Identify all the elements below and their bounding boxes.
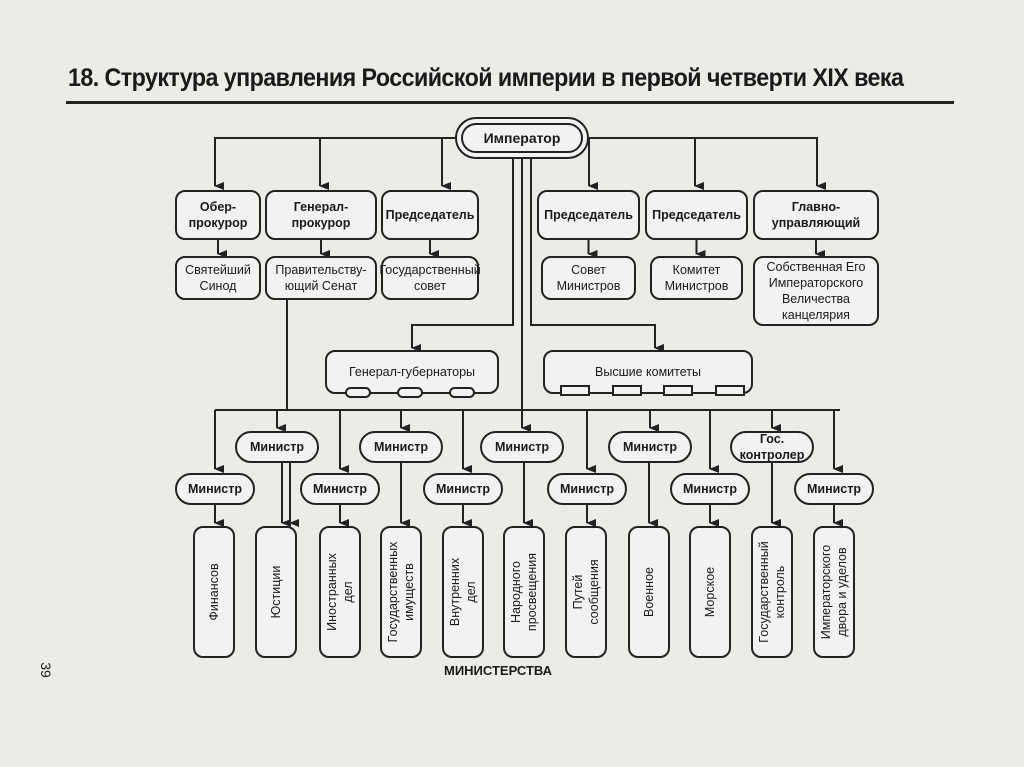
head-node-0: Обер- прокурор [175, 190, 261, 240]
minister-upper-4: Гос. контролер [730, 431, 814, 463]
head-node-5: Главно- управляющий [753, 190, 879, 240]
minister-upper-1: Министр [359, 431, 443, 463]
emperor-label: Император [461, 123, 583, 153]
minister-lower-4-label: Министр [682, 482, 738, 496]
body-node-4-label: Комитет Министров [664, 263, 729, 293]
committee-sub-0 [560, 385, 590, 396]
governors-node-label: Генерал-губернаторы [348, 365, 476, 379]
body-node-0: Святейший Синод [175, 256, 261, 300]
body-node-0-label: Святейший Синод [185, 263, 251, 293]
minister-lower-4: Министр [670, 473, 750, 505]
minister-lower-5-label: Министр [806, 482, 862, 496]
ministry-10: Императорского двора и уделов [813, 526, 855, 658]
body-node-1: Правительству- ющий Сенат [265, 256, 377, 300]
ministry-8: Морское [689, 526, 731, 658]
minister-upper-4-label: Гос. контролер [739, 432, 805, 462]
minister-upper-2-label: Министр [494, 440, 550, 454]
minister-upper-1-label: Министр [373, 440, 429, 454]
head-node-1-label: Генерал- прокурор [291, 200, 351, 230]
minister-lower-5: Министр [794, 473, 874, 505]
head-node-4: Председатель [645, 190, 748, 240]
trunk-governors [411, 159, 514, 352]
ministry-label-2: Иностранных дел [325, 553, 355, 631]
committee-sub-2 [663, 385, 693, 396]
committee-sub-1 [612, 385, 642, 396]
ministry-4: Внутренних дел [442, 526, 484, 658]
diagram-title: 18. Структура управления Российской импе… [68, 64, 904, 92]
minister-upper-0-label: Министр [249, 440, 305, 454]
head-node-5-label: Главно- управляющий [771, 200, 861, 230]
ministry-label-8: Морское [703, 566, 717, 618]
minister-lower-3-label: Министр [559, 482, 615, 496]
body-node-1-label: Правительству- ющий Сенат [275, 263, 367, 293]
ministry-9: Государственный контроль [751, 526, 793, 658]
committee-sub-3 [715, 385, 745, 396]
trunk-committees [530, 159, 664, 352]
ministry-2: Иностранных дел [319, 526, 361, 658]
ministry-6: Путей сообщения [565, 526, 607, 658]
ministry-5: Народного просвещения [503, 526, 545, 658]
ministry-label-0: Финансов [207, 563, 221, 621]
head-node-2-label: Председатель [385, 208, 475, 222]
bus-right [589, 137, 826, 190]
minister-upper-0: Министр [235, 431, 319, 463]
emperor-node: Император [455, 117, 589, 159]
body-node-3-label: Совет Министров [556, 263, 621, 293]
ministry-label-3: Государственных имуществ [386, 541, 416, 643]
body-node-3: Совет Министров [541, 256, 636, 300]
ministry-label-6: Путей сообщения [571, 559, 601, 625]
ministries-label: МИНИСТЕРСТВА [444, 663, 553, 678]
body-node-2: Государственный совет [379, 256, 481, 300]
minister-upper-3-label: Министр [622, 440, 678, 454]
head-node-4-label: Председатель [652, 208, 741, 222]
governor-sub-2 [449, 387, 475, 398]
bus-left [214, 137, 455, 190]
governors-node: Генерал-губернаторы [325, 350, 499, 394]
title-underline [66, 101, 954, 104]
minister-lower-1-label: Министр [312, 482, 368, 496]
ministry-label-9: Государственный контроль [757, 541, 787, 643]
ministry-7: Военное [628, 526, 670, 658]
head-node-3: Председатель [537, 190, 640, 240]
body-node-5-label: Собственная Его Императорского Величеств… [766, 260, 866, 322]
head-node-3-label: Председатель [544, 208, 633, 222]
minister-lower-3: Министр [547, 473, 627, 505]
ministry-3: Государственных имуществ [380, 526, 422, 658]
governor-sub-1 [397, 387, 423, 398]
ministry-label-1: Юстиции [269, 565, 283, 619]
head-node-1: Генерал- прокурор [265, 190, 377, 240]
body-node-5: Собственная Его Императорского Величеств… [753, 256, 879, 326]
body-node-4: Комитет Министров [650, 256, 743, 300]
body-node-2-label: Государственный совет [379, 263, 481, 293]
ministry-label-5: Народного просвещения [509, 552, 539, 632]
ministry-label-4: Внутренних дел [448, 557, 478, 627]
committees-node-label: Высшие комитеты [595, 365, 701, 379]
governor-sub-0 [345, 387, 371, 398]
ministry-0: Финансов [193, 526, 235, 658]
head-node-2: Председатель [381, 190, 479, 240]
ministry-label-7: Военное [642, 567, 656, 617]
minister-lower-0: Министр [175, 473, 255, 505]
head-node-0-label: Обер- прокурор [188, 200, 248, 230]
ministry-label-10: Императорского двора и уделов [819, 544, 849, 640]
minister-upper-3: Министр [608, 431, 692, 463]
minister-lower-0-label: Министр [187, 482, 243, 496]
minister-lower-2-label: Министр [435, 482, 491, 496]
minister-lower-1: Министр [300, 473, 380, 505]
ministry-1: Юстиции [255, 526, 297, 658]
minister-upper-2: Министр [480, 431, 564, 463]
minister-lower-2: Министр [423, 473, 503, 505]
